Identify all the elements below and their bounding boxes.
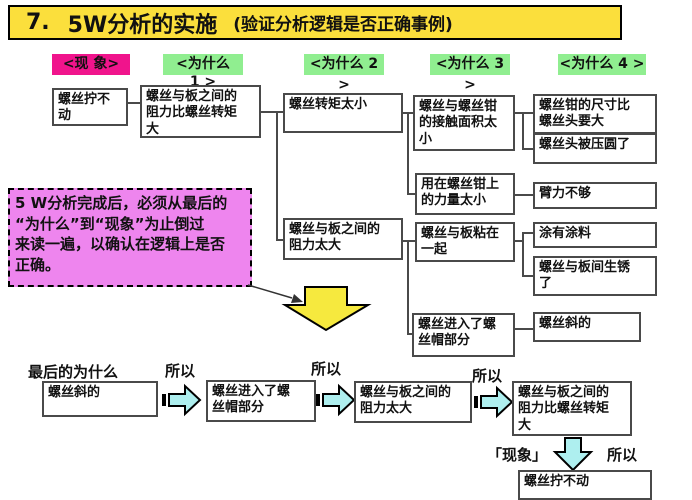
tree-box-why3-2: 用在螺丝钳上 的力量太小 — [415, 173, 515, 215]
arrow-right-icon — [316, 383, 356, 417]
column-header-why3: <为什么 3 > — [430, 54, 510, 93]
note-pointer-line — [247, 284, 293, 299]
tree-box-why4-3: 臂力不够 — [533, 182, 657, 209]
page-subtitle: (验证分析逻辑是否正确事例) — [233, 15, 453, 35]
chain-so-label-4: 所以 — [607, 446, 638, 464]
tree-box-why3-4: 螺丝进入了螺 丝帽部分 — [412, 313, 515, 357]
tree-box-phenomenon: 螺丝拧不 动 — [52, 88, 128, 126]
page-title: 5W分析的实施 — [67, 12, 218, 38]
big-down-arrow-icon — [247, 284, 372, 332]
connector-line — [403, 240, 416, 242]
arrow-down-icon — [552, 437, 594, 472]
chain-phenomenon-label: 「现象」 — [487, 446, 548, 464]
title-number: 7. — [26, 10, 50, 35]
chain-box-2: 螺丝进入了螺 丝帽部分 — [206, 380, 316, 422]
connector-line — [407, 240, 409, 335]
connector-line — [128, 102, 140, 104]
note-box: 5 W分析完成后，必须从最后的 “为什么”到“现象”为止倒过 来读一遍，以确认在… — [8, 188, 252, 287]
connector-line — [515, 328, 533, 330]
chain-box-3: 螺丝与板之间的 阻力太大 — [354, 381, 472, 423]
arrow-right-icon — [162, 383, 202, 417]
column-header-why2: <为什么 2 > — [304, 54, 384, 93]
tree-box-why4-5: 螺丝与板间生锈 了 — [533, 256, 657, 296]
chain-so-label-3: 所以 — [472, 367, 503, 385]
connector-line — [522, 232, 524, 277]
chain-box-1: 螺丝斜的 — [42, 381, 158, 417]
connector-line — [515, 194, 533, 196]
connector-line — [515, 112, 533, 114]
connector-line — [515, 240, 523, 242]
tree-box-why4-4: 涂有涂料 — [533, 222, 657, 248]
connector-line — [522, 275, 533, 277]
tree-box-why4-1: 螺丝钳的尺寸比 螺丝头要大 — [533, 94, 657, 134]
column-header-why1-line1: <为什么 — [176, 56, 230, 72]
column-header-phenomenon: <现 象> — [52, 54, 130, 75]
chain-box-4: 螺丝与板之间的 阻力比螺丝转矩 大 — [512, 381, 632, 436]
connector-line — [276, 239, 284, 241]
chain-so-label-2: 所以 — [311, 360, 342, 378]
connector-line — [407, 333, 413, 335]
note-pointer-arrowhead — [291, 294, 303, 303]
connector-line — [260, 111, 283, 113]
tree-box-why2-2: 螺丝与板之间的 阻力太大 — [283, 218, 403, 260]
tree-box-why2-1: 螺丝转矩太小 — [283, 93, 403, 133]
connector-line — [407, 193, 416, 195]
connector-line — [407, 112, 409, 194]
tree-box-why3-3: 螺丝与板粘在 一起 — [415, 222, 515, 262]
tree-box-why1: 螺丝与板之间的 阻力比螺丝转矩 大 — [140, 85, 261, 138]
column-header-why4: <为什么 4 > — [558, 54, 646, 75]
connector-line — [522, 112, 524, 150]
column-header-why1: <为什么 1 > — [163, 54, 243, 90]
connector-line — [522, 232, 533, 234]
chain-box-5: 螺丝拧不动 — [518, 470, 652, 500]
title-bar: 7. 5W分析的实施 (验证分析逻辑是否正确事例) — [8, 5, 622, 40]
arrow-right-icon — [474, 385, 514, 419]
chain-start-label: 最后的为什么 — [28, 363, 119, 381]
tree-box-why4-6: 螺丝斜的 — [533, 312, 641, 342]
connector-line — [276, 111, 278, 241]
chain-so-label-1: 所以 — [165, 362, 196, 380]
tree-box-why4-2: 螺丝头被压圆了 — [533, 133, 657, 164]
connector-line — [522, 148, 533, 150]
tree-box-why3-1: 螺丝与螺丝钳 的接触面积太 小 — [413, 95, 515, 151]
